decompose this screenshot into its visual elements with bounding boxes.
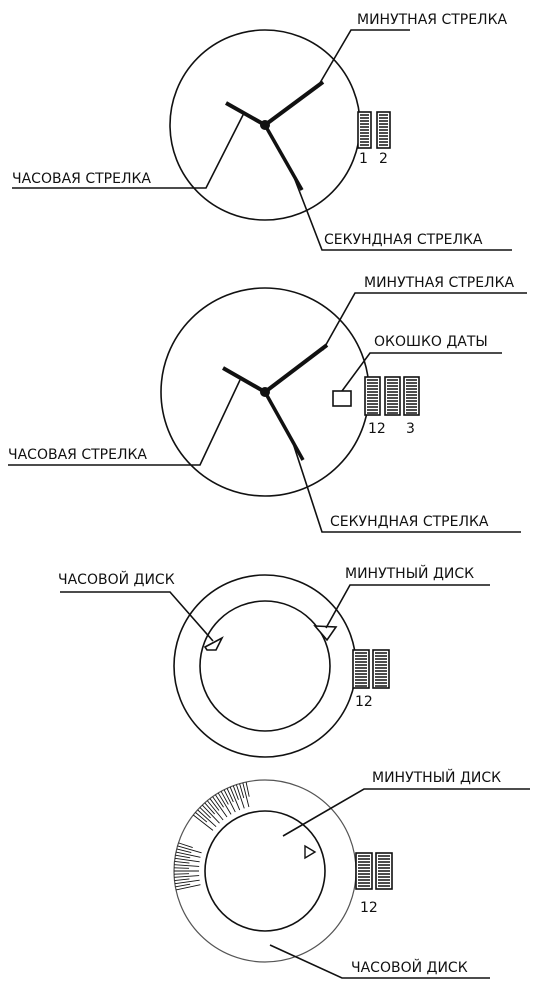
minute-disc-pointer [304, 844, 317, 860]
second-hand-label: СЕКУНДНАЯ СТРЕЛКА [330, 514, 489, 530]
date-window-label: ОКОШКО ДАТЫ [374, 334, 488, 350]
diagram-2: МИНУТНАЯ СТРЕЛКА ОКОШКО ДАТЫ ЧАСОВАЯ СТР… [8, 275, 527, 533]
minute-disc-pointer [313, 625, 338, 642]
minute-hand [263, 343, 329, 394]
minute-disc-inner [204, 810, 326, 932]
minute-hand [263, 80, 325, 127]
diagram-4: МИНУТНЫЙ ДИСК ЧАСОВОЙ ДИСК 12 [173, 768, 530, 979]
crown-position-label: 2 [379, 151, 388, 167]
minute-disc-leader [282, 788, 530, 837]
second-hand [263, 391, 305, 461]
minute-disc-label: МИНУТНЫЙ ДИСК [372, 768, 501, 786]
second-hand-leader [291, 171, 512, 251]
hour-disc-ring [173, 779, 357, 963]
center-pin [260, 120, 270, 130]
minute-disc-label: МИНУТНЫЙ ДИСК [345, 564, 474, 582]
hour-hand [222, 366, 266, 394]
hour-hand [225, 101, 266, 127]
second-hand [263, 124, 304, 191]
crown-icon [364, 376, 381, 416]
crown-icon [375, 852, 393, 890]
hour-disc-pointer [203, 636, 224, 651]
second-hand-label: СЕКУНДНАЯ СТРЕЛКА [324, 232, 483, 248]
crown-icon [384, 376, 401, 416]
date-window-leader [341, 352, 502, 392]
center-pin [260, 387, 270, 397]
crown-position-label: 12 [368, 421, 386, 437]
minute-disc-inner [199, 600, 331, 732]
hour-hand-leader [12, 112, 245, 189]
minute-hand-label: МИНУТНАЯ СТРЕЛКА [364, 275, 515, 291]
date-window [332, 390, 352, 407]
crown-position-label: 12 [355, 694, 373, 710]
second-hand-leader [291, 439, 521, 533]
minute-disc-leader [325, 584, 490, 629]
crown-icon [352, 649, 370, 689]
crown-icon [376, 111, 391, 149]
diagram-3: ЧАСОВОЙ ДИСК МИНУТНЫЙ ДИСК 12 [58, 564, 490, 758]
hour-hand-label: ЧАСОВАЯ СТРЕЛКА [8, 447, 147, 463]
crown-position-label: 3 [406, 421, 415, 437]
minute-hand-label: МИНУТНАЯ СТРЕЛКА [357, 12, 508, 28]
diagram-1: МИНУТНАЯ СТРЕЛКА ЧАСОВАЯ СТРЕЛКА СЕКУНДН… [12, 12, 512, 251]
hour-disc-label: ЧАСОВОЙ ДИСК [58, 570, 175, 588]
hour-disc-markings [174, 842, 202, 891]
crown-position-label: 12 [360, 900, 378, 916]
crown-icon [403, 376, 420, 416]
crown-position-label: 1 [359, 151, 368, 167]
minute-hand-leader [316, 29, 410, 89]
hour-disc-ring [173, 574, 357, 758]
hour-disc-leader [269, 944, 490, 979]
hour-hand-leader [8, 379, 241, 466]
crown-icon [372, 649, 390, 689]
hour-disc-label: ЧАСОВОЙ ДИСК [351, 958, 468, 976]
hour-disc-leader [60, 591, 214, 642]
minute-hand-leader [322, 292, 527, 351]
crown-icon [355, 852, 373, 890]
hour-hand-label: ЧАСОВАЯ СТРЕЛКА [12, 171, 151, 187]
hour-disc-markings [193, 781, 250, 831]
crown-icon [357, 111, 372, 149]
